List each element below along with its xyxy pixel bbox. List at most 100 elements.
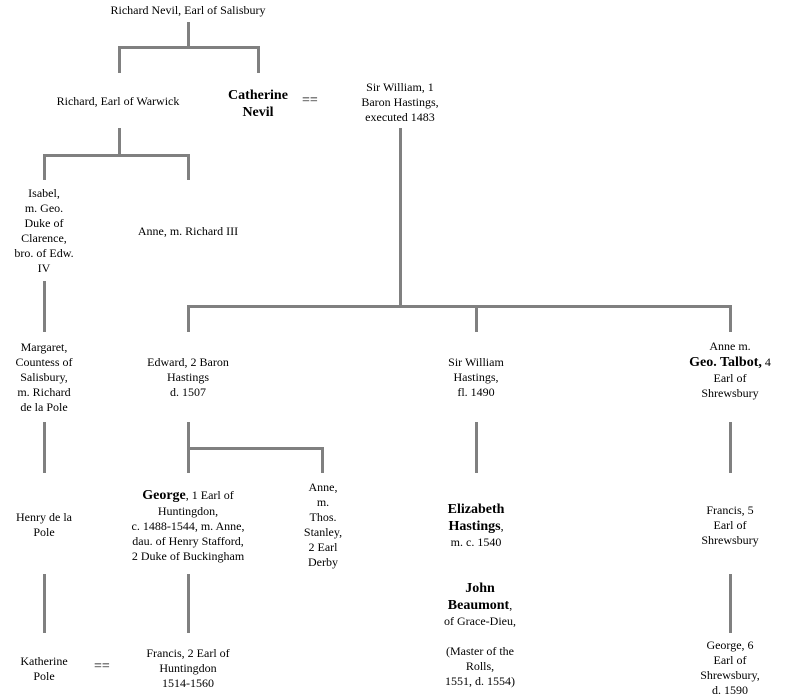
name-line: Hastings, [453, 370, 499, 384]
line-warwick-down [118, 128, 121, 155]
person-anne-richard-iii: Anne, m. Richard III [118, 224, 258, 239]
name-line: Shrewsbury [701, 533, 759, 547]
person-george-shrewsbury: George, 6 Earl of Shrewsbury, d. 1590 [686, 638, 774, 698]
name-line: Clarence, [21, 231, 67, 245]
line-to-william-jr [475, 305, 478, 332]
person-elizabeth-hastings: Elizabeth Hastings, m. c. 1540 [426, 501, 526, 550]
person-name: Catherine Nevil [228, 88, 288, 120]
person-anne-stanley: Anne, m. Thos. Stanley, 2 Earl Derby [293, 480, 353, 570]
line-hastings-down [399, 128, 402, 307]
marriage-symbol-catherine-william: == [302, 93, 318, 108]
person-katherine-pole: Katherine Pole [4, 654, 84, 684]
name-line: 1551, d. 1554) [445, 674, 515, 688]
punctuation: , [509, 598, 513, 612]
name-line: 1514-1560 [162, 676, 214, 690]
line-to-catherine [257, 46, 260, 73]
name-line: Derby [308, 555, 338, 569]
person-richard-nevil: Richard Nevil, Earl of Salisbury [110, 3, 266, 18]
line-salisbury-children [118, 46, 259, 49]
name-line: Hastings [167, 370, 209, 384]
line-to-isabel [43, 154, 46, 180]
title-number: 4 [761, 355, 771, 369]
name-line: (Master of the [446, 644, 514, 658]
line-warwick-children [43, 154, 188, 157]
name-line: m. c. 1540 [450, 535, 502, 549]
line-edward-children [187, 447, 324, 450]
person-name: Richard, Earl of Warwick [56, 94, 180, 108]
name-line: Stanley, [303, 525, 343, 539]
person-margaret: Margaret, Countess of Salisbury, m. Rich… [4, 340, 84, 415]
person-francis-huntingdon: Francis, 2 Earl of Huntingdon 1514-1560 [128, 646, 248, 691]
person-william-hastings: Sir William, 1 Baron Hastings, executed … [345, 80, 455, 125]
name-line: Anne m. [709, 339, 751, 353]
line-william-to-elizabeth [475, 422, 478, 473]
name-line: dau. of Henry Stafford, [132, 534, 244, 548]
name-line: c. 1488-1544, m. Anne, [131, 519, 245, 533]
name-bold: Geo. Talbot, [689, 355, 762, 370]
name-line: Katherine [20, 654, 68, 668]
punctuation: , [500, 519, 504, 533]
name-line: Baron Hastings, [361, 95, 439, 109]
name-line: Margaret, [20, 340, 68, 354]
name-line: Duke of [24, 216, 64, 230]
name-line: Thos. [309, 510, 337, 524]
name-line: bro. of Edw. [14, 246, 74, 260]
name-line: Countess of [15, 355, 73, 369]
person-catherine-nevil: Catherine Nevil [222, 87, 294, 121]
name-line: d. 1507 [170, 385, 206, 399]
name-bold: Hastings [448, 519, 501, 534]
name-line: m. [316, 495, 330, 509]
person-john-beaumont: John Beaumont, of Grace-Dieu, (Master of… [420, 580, 540, 689]
name-line: m. Geo. [24, 201, 64, 215]
person-henry-pole: Henry de la Pole [4, 510, 84, 540]
name-bold: George [142, 488, 186, 503]
person-richard-warwick: Richard, Earl of Warwick [38, 94, 198, 109]
name-line: of Grace-Dieu, [444, 614, 516, 628]
name-line: Edward, 2 Baron [147, 355, 229, 369]
name-line: Isabel, [28, 186, 60, 200]
line-isabel-to-margaret [43, 281, 46, 332]
name-line: Earl of [713, 653, 747, 667]
name-line: Pole [33, 669, 55, 683]
name-line: Pole [33, 525, 55, 539]
name-line: Shrewsbury, [700, 668, 760, 682]
name-line: IV [37, 261, 51, 275]
line-hastings-children [187, 305, 732, 308]
name-line: Sir William, 1 [366, 80, 434, 94]
name-line: Sir William [448, 355, 504, 369]
line-henry-to-katherine [43, 574, 46, 633]
name-bold: Beaumont [447, 598, 510, 613]
person-name: Richard Nevil, Earl of Salisbury [110, 3, 266, 17]
name-line: Earl of [713, 518, 747, 532]
line-to-edward [187, 305, 190, 332]
line-to-warwick [118, 46, 121, 73]
name-line: de la Pole [20, 400, 68, 414]
name-rest: , 1 Earl of [185, 488, 234, 502]
line-margaret-to-henry [43, 422, 46, 473]
name-line: Francis, 2 Earl of [146, 646, 230, 660]
person-edward-hastings: Edward, 2 Baron Hastings d. 1507 [128, 355, 248, 400]
name-line: Francis, 5 [706, 503, 754, 517]
name-line: Huntingdon, [157, 504, 219, 518]
name-line: Earl of [713, 371, 747, 385]
name-line: Henry de la [16, 510, 72, 524]
line-to-anne-richard [187, 154, 190, 180]
person-anne-talbot: Anne m. Geo. Talbot, 4 Earl of Shrewsbur… [686, 339, 774, 401]
name-line: Salisbury, [20, 370, 68, 384]
name-line: d. 1590 [712, 683, 748, 697]
person-george-huntingdon: George, 1 Earl of Huntingdon, c. 1488-15… [118, 487, 258, 564]
person-william-hastings-jr: Sir William Hastings, fl. 1490 [426, 355, 526, 400]
person-francis-shrewsbury: Francis, 5 Earl of Shrewsbury [686, 503, 774, 548]
name-line: Anne, [308, 480, 338, 494]
line-george-to-francis [187, 574, 190, 633]
person-isabel: Isabel, m. Geo. Duke of Clarence, bro. o… [4, 186, 84, 276]
line-to-anne-stanley [321, 447, 324, 473]
name-line: 2 Duke of Buckingham [131, 549, 245, 563]
name-line: executed 1483 [365, 110, 435, 124]
person-name: Anne, m. Richard III [137, 224, 239, 238]
name-line: fl. 1490 [457, 385, 495, 399]
marriage-symbol-katherine-francis: == [94, 659, 110, 674]
name-bold: John [465, 581, 495, 596]
line-talbot-to-francis [729, 422, 732, 473]
line-to-anne-talbot [729, 305, 732, 332]
